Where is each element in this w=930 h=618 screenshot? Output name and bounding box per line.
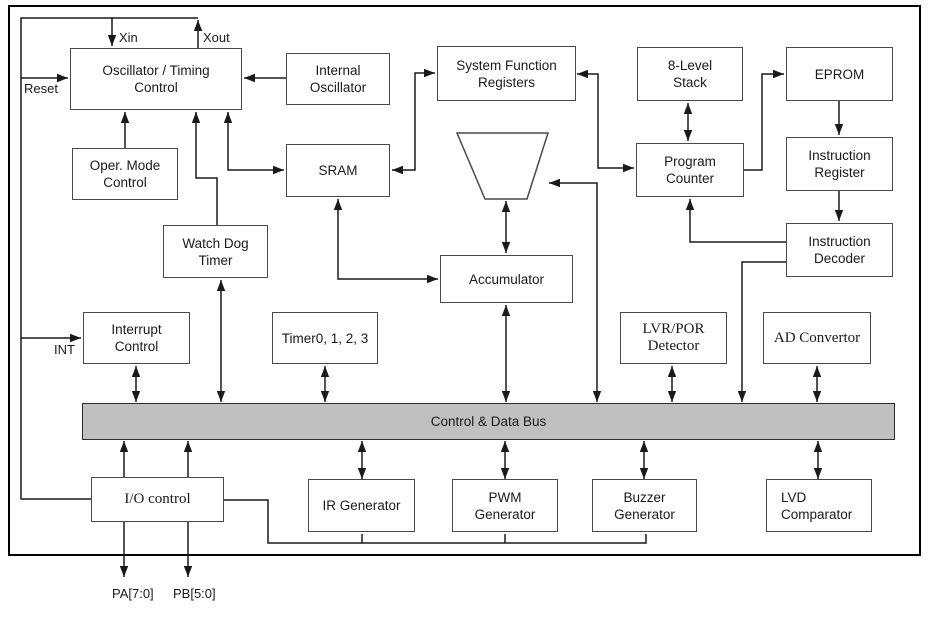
block-oper-mode-control: Oper. Mode Control (72, 148, 178, 200)
reset-label: Reset (24, 81, 58, 96)
block-lvd-comparator: LVD Comparator (766, 479, 872, 532)
block-label-control-data-bus: Control & Data Bus (430, 414, 547, 429)
block-pwm-generator: PWM Generator (452, 479, 558, 532)
block-program-counter: Program Counter (636, 143, 744, 197)
block-system-function-registers: System Function Registers (437, 46, 576, 101)
block-label-internal-oscillator: Internal Oscillator (309, 63, 367, 95)
block-oscillator-timing-control: Oscillator / Timing Control (70, 48, 242, 110)
xout-label: Xout (203, 30, 230, 45)
pa-label: PA[7:0] (112, 586, 154, 601)
block-label-io-control: I/O control (124, 491, 191, 507)
block-label-ir-generator: IR Generator (322, 498, 401, 513)
xin-label: Xin (119, 30, 138, 45)
block-control-data-bus: Control & Data Bus (82, 403, 895, 440)
block-label-buzzer-generator: Buzzer Generator (614, 489, 675, 522)
block-buzzer-generator: Buzzer Generator (592, 479, 697, 532)
block-label-oscillator-timing-control: Oscillator / Timing Control (102, 63, 210, 95)
arrowhead (119, 566, 129, 577)
block-label-alu: ALU (489, 146, 516, 161)
block-timer0-1-2-3: Timer0, 1, 2, 3 (272, 312, 378, 364)
block-io-control: I/O control (91, 477, 224, 522)
block-lvr-por-detector: LVR/POR Detector (620, 312, 727, 364)
arrowhead (183, 566, 193, 577)
block-label-ad-convertor: AD Convertor (773, 329, 861, 346)
block-label-system-function-registers: System Function Registers (456, 57, 557, 90)
block-label-program-counter: Program Counter (664, 154, 716, 186)
block-eprom: EPROM (786, 47, 893, 101)
pb-label: PB[5:0] (173, 586, 216, 601)
block-label-accumulator: Accumulator (468, 271, 545, 287)
int-label: INT (54, 342, 75, 357)
block-label-lvd-comparator: LVD Comparator (781, 489, 853, 522)
block-watch-dog-timer: Watch Dog Timer (163, 225, 268, 278)
block-internal-oscillator: Internal Oscillator (286, 53, 390, 105)
block-eight-level-stack: 8-Level Stack (637, 47, 743, 101)
block-instruction-register: Instruction Register (786, 137, 893, 191)
block-label-eprom: EPROM (814, 66, 865, 82)
block-label-instruction-decoder: Instruction Decoder (808, 234, 871, 266)
block-label-instruction-register: Instruction Register (808, 148, 871, 180)
block-ad-convertor: AD Convertor (763, 312, 871, 364)
block-label-timer0-1-2-3: Timer0, 1, 2, 3 (281, 330, 369, 346)
block-label-pwm-generator: PWM Generator (474, 489, 536, 522)
block-label-eight-level-stack: 8-Level Stack (667, 58, 713, 90)
block-label-lvr-por-detector: LVR/POR Detector (642, 321, 705, 354)
block-label-watch-dog-timer: Watch Dog Timer (182, 235, 249, 268)
block-sram: SRAM (286, 144, 390, 197)
block-label-interrupt-control: Interrupt Control (111, 322, 162, 354)
block-accumulator: Accumulator (440, 255, 573, 303)
block-interrupt-control: Interrupt Control (83, 312, 190, 364)
block-label-sram: SRAM (318, 163, 358, 178)
block-ir-generator: IR Generator (308, 479, 415, 532)
block-label-oper-mode-control: Oper. Mode Control (89, 158, 161, 190)
block-instruction-decoder: Instruction Decoder (786, 223, 893, 277)
